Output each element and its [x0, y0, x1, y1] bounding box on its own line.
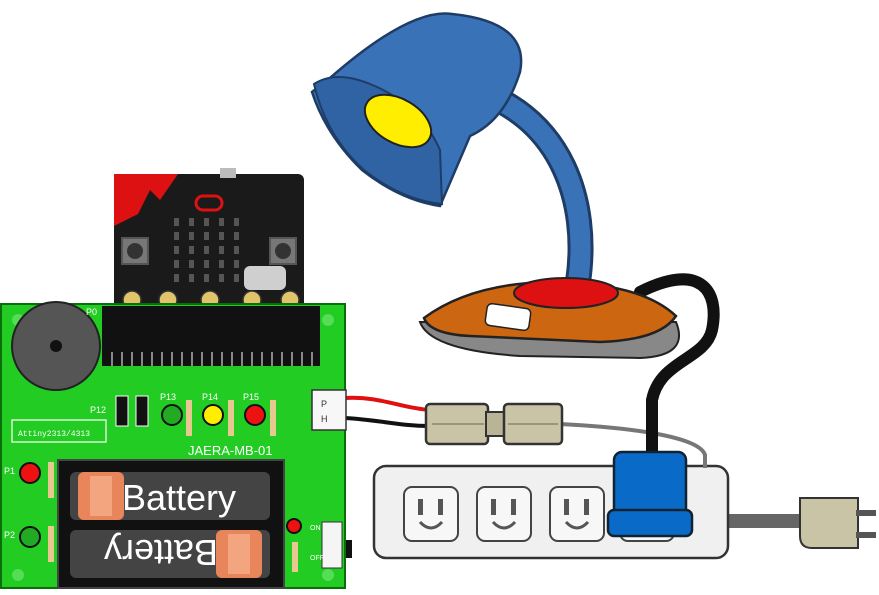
pin-label-p0: P0 — [86, 307, 97, 317]
switch-on-label: ON — [310, 525, 321, 532]
battery-2: Battery — [70, 530, 270, 578]
board-model-label: JAERA-MB-01 — [188, 443, 273, 458]
battery-1: Battery — [70, 472, 270, 520]
inline-connector — [424, 402, 564, 446]
pin-label-p12: P12 — [90, 405, 106, 415]
buzzer-icon — [11, 301, 101, 391]
plug-icon — [606, 450, 694, 538]
battery-holder: Battery Battery — [57, 459, 285, 589]
outlet-1 — [403, 486, 459, 542]
led-matrix — [174, 218, 239, 282]
outlet-3 — [549, 486, 605, 542]
pin-label-p2: P2 — [4, 530, 15, 540]
outlet-2 — [476, 486, 532, 542]
pin-label-p15: P15 — [243, 392, 259, 402]
microbit-icon — [114, 168, 304, 314]
led-row: P13 P14 P15 — [160, 392, 276, 436]
battery-label-2: Battery — [104, 532, 218, 573]
connector-label-h: H — [321, 414, 328, 424]
lamp-icon — [310, 12, 681, 360]
wall-plug-icon — [720, 497, 876, 549]
connector-label-p: P — [321, 399, 327, 409]
switch-off-label: OFF — [310, 555, 324, 562]
pin-label-p1: P1 — [4, 466, 15, 476]
pin-label-p13: P13 — [160, 392, 176, 402]
battery-label-1: Battery — [122, 477, 236, 518]
pin-label-p14: P14 — [202, 392, 218, 402]
chip-label: Attiny2313/4313 — [18, 430, 90, 439]
